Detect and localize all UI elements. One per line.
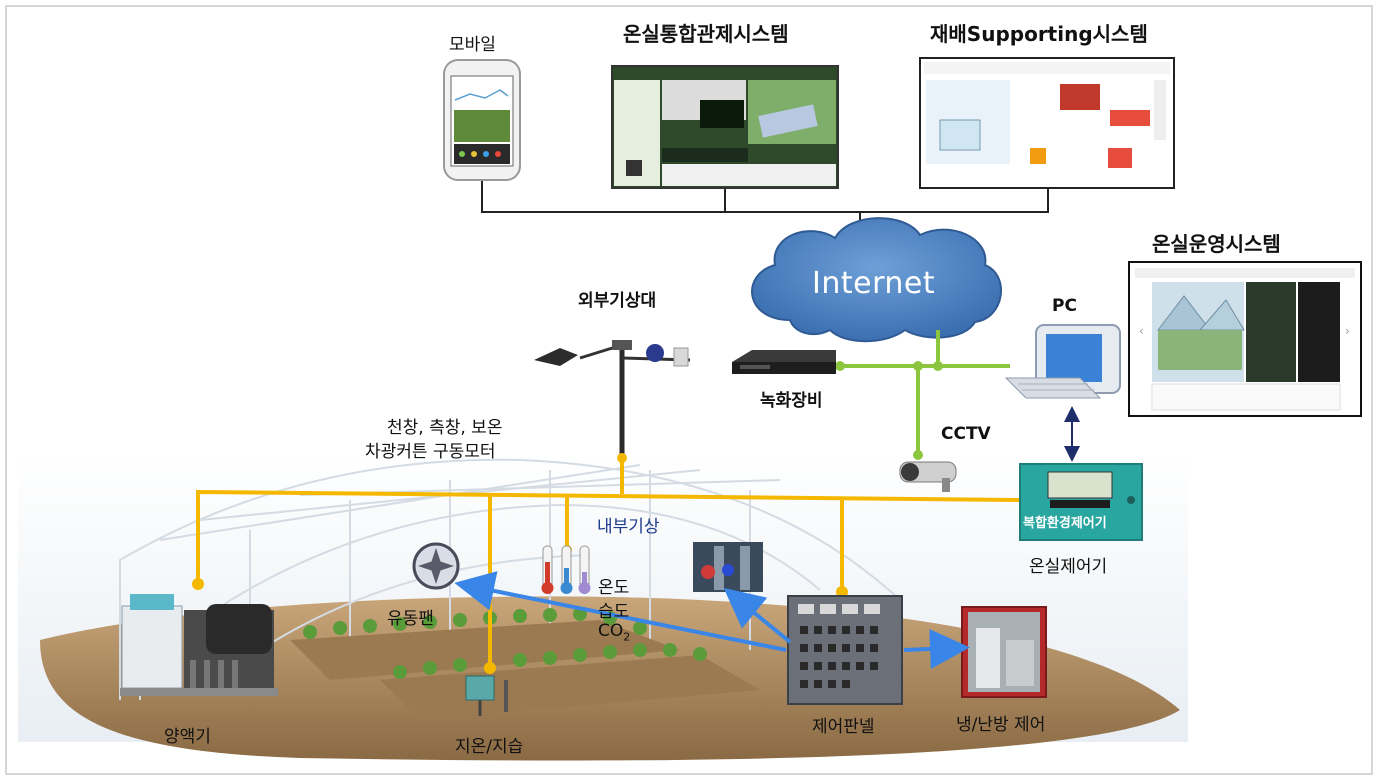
control-panel <box>787 595 903 705</box>
soil-sensor-label: 지온/지습 <box>455 737 524 757</box>
nutrient-machine <box>120 594 278 696</box>
svg-text:›: › <box>1345 324 1350 338</box>
supporting-system-screen <box>919 57 1175 189</box>
external-weather-label: 외부기상대 <box>578 291 657 311</box>
integrated-system-label: 온실통합관제시스템 <box>623 22 789 46</box>
mobile-phone <box>443 59 521 181</box>
soil-sensor <box>465 675 508 716</box>
operation-system-screen: ‹ › <box>1128 261 1362 417</box>
operation-system-label: 온실운영시스템 <box>1152 232 1281 256</box>
outer-frame <box>5 5 1373 775</box>
recorder-device <box>732 350 836 374</box>
cctv-label: CCTV <box>941 424 991 444</box>
greenhouse-controller <box>1019 463 1143 541</box>
green-junctions <box>835 361 943 460</box>
sensor-tubes <box>541 545 591 594</box>
control-panel-label: 제어판넬 <box>812 717 875 737</box>
humidity-label: 습도 <box>598 602 630 622</box>
mobile-label: 모바일 <box>449 35 496 55</box>
internal-weather-label: 내부기상 <box>597 517 660 537</box>
co2-label: CO2 <box>598 621 630 643</box>
pc-label: PC <box>1052 296 1077 316</box>
motor-label-line1: 천창, 측창, 보온 <box>387 418 503 438</box>
fan-label: 유동팬 <box>387 609 434 629</box>
cctv-camera <box>899 461 957 492</box>
hvac-photo <box>961 606 1047 698</box>
valve-photo <box>693 542 763 592</box>
temperature-label: 온도 <box>598 578 630 598</box>
motor-label-line2: 차광커튼 구동모터 <box>365 442 496 462</box>
svg-text:‹: ‹ <box>1139 324 1144 338</box>
nutrient-label: 양액기 <box>164 727 211 747</box>
weather-station <box>534 340 691 458</box>
hvac-label: 냉/난방 제어 <box>956 715 1046 735</box>
blue-control-arrows <box>454 571 970 669</box>
integrated-control-screen <box>611 65 839 189</box>
controller-screen-text: 복합환경제어기 <box>1023 516 1107 531</box>
co2-subscript: 2 <box>623 630 631 644</box>
internet-label: Internet <box>812 266 936 301</box>
internet-cloud <box>751 217 1002 343</box>
controller-label: 온실제어기 <box>1029 557 1108 577</box>
circulation-fan <box>412 542 460 590</box>
supporting-system-label: 재배Supporting시스템 <box>930 22 1148 46</box>
recorder-label: 녹화장비 <box>760 391 823 411</box>
co2-text: CO <box>598 621 624 641</box>
pc-computer <box>1004 324 1121 399</box>
